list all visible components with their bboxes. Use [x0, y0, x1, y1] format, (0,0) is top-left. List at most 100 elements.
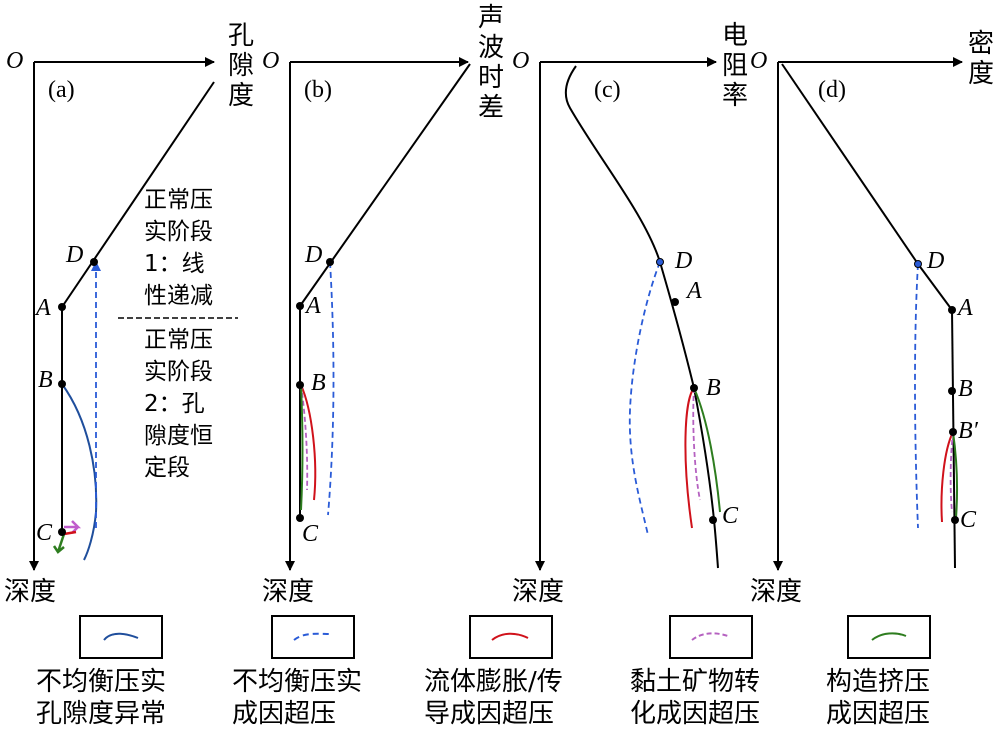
point-c	[709, 516, 717, 524]
panel-b: O (b) 声 波 时 差 深度 D A B C	[262, 3, 504, 607]
arrow-red-icon	[63, 530, 77, 536]
point-d	[326, 258, 334, 266]
legend-label: 成因超压	[232, 699, 336, 729]
origin-label: O	[6, 48, 23, 74]
point-label: D	[674, 248, 692, 274]
tectonic-curve	[952, 431, 958, 519]
axis-title-char: 度	[228, 81, 254, 111]
point-label: D	[926, 248, 944, 274]
point-a	[671, 298, 679, 306]
legend-label: 孔隙度异常	[36, 699, 166, 729]
legend-label: 不均衡压实	[232, 667, 362, 697]
point-label: B	[958, 376, 973, 402]
axis-title-char: 波	[478, 33, 504, 63]
point-label: C	[960, 507, 977, 533]
axis-title-char: 声	[478, 3, 504, 33]
panel-c: O (c) 电 阻 率 深度 D A B C	[512, 21, 748, 607]
normal-trend-line	[299, 63, 471, 307]
legend-label: 流体膨胀/传	[424, 667, 563, 697]
point-b	[948, 387, 956, 395]
clay-transform-curve	[949, 431, 954, 513]
panel-tag: (d)	[818, 77, 846, 103]
point-d	[90, 258, 98, 266]
legend-label: 不均衡压实	[36, 667, 166, 697]
legend-label: 黏土矿物转	[630, 667, 760, 697]
legend: 不均衡压实 孔隙度异常 不均衡压实 成因超压 流体膨胀/传 导成因超压 黏土矿物…	[36, 615, 931, 729]
axis-title-char: 密	[968, 29, 994, 59]
legend-label: 导成因超压	[424, 699, 554, 729]
point-label: C	[302, 521, 319, 547]
point-label: B	[706, 375, 721, 401]
origin-label: O	[262, 48, 279, 74]
fluid-expansion-curve	[300, 384, 317, 501]
depth-label: 深度	[4, 577, 56, 607]
overpressure-dashed-line	[628, 261, 661, 536]
axis-title-char: 度	[968, 59, 994, 89]
panel-d: O (d) 密 度 深度 D A B B′ C	[750, 29, 994, 607]
point-label: A	[34, 295, 51, 321]
panel-tag: (a)	[48, 77, 75, 103]
annotation-line: 隙度恒	[144, 423, 213, 449]
annotation-line: 实阶段	[144, 219, 213, 245]
legend-item: 黏土矿物转 化成因超压	[630, 615, 760, 729]
normal-trend-curve	[564, 65, 719, 569]
point-label: A	[304, 293, 321, 319]
fluid-expansion-curve	[684, 387, 695, 529]
origin-label: O	[512, 48, 529, 74]
point-label: A	[685, 278, 702, 304]
point-a	[948, 306, 956, 314]
panel-tag: (b)	[304, 77, 332, 103]
axis-title-char: 阻	[722, 51, 748, 81]
axis-title-char: 时	[478, 63, 504, 93]
point-a	[296, 302, 304, 310]
point-b	[690, 384, 698, 392]
point-label: B	[311, 370, 326, 396]
annotation-line: 1：线	[144, 251, 205, 277]
point-label: C	[36, 520, 53, 546]
legend-item: 流体膨胀/传 导成因超压	[424, 615, 563, 729]
point-label: B′	[958, 418, 979, 444]
annotation-line: 正常压	[144, 327, 213, 353]
point-b	[58, 380, 66, 388]
point-label: B	[38, 367, 53, 393]
point-label: D	[65, 242, 83, 268]
depth-label: 深度	[512, 577, 564, 607]
axis-title-char: 隙	[228, 51, 254, 81]
annotation-line: 性递减	[144, 283, 213, 309]
legend-label: 构造挤压	[826, 667, 930, 697]
porosity-anomaly-curve	[61, 383, 98, 561]
annotation-stage-1: 正常压 实阶段 1：线 性递减	[144, 187, 213, 309]
annotation-stage-2: 正常压 实阶段 2：孔 隙度恒 定段	[144, 327, 213, 481]
normal-trend-line	[781, 63, 919, 265]
annotation-line: 正常压	[144, 187, 213, 213]
clay-transform-curve	[692, 387, 701, 501]
origin-label: O	[750, 48, 767, 74]
clay-transform-curve	[300, 384, 309, 491]
arrow-magenta-icon	[64, 520, 82, 534]
legend-item: 不均衡压实 成因超压	[232, 615, 362, 729]
point-c	[296, 514, 304, 522]
normal-trend-line	[61, 81, 215, 308]
point-d	[656, 258, 664, 266]
tectonic-curve	[693, 387, 721, 513]
axis-title-char: 差	[478, 93, 504, 123]
annotation-line: 实阶段	[144, 359, 213, 385]
legend-label: 化成因超压	[630, 699, 760, 729]
point-a	[58, 303, 66, 311]
point-b-prime	[949, 428, 957, 436]
tectonic-curve	[300, 384, 304, 511]
point-label: A	[956, 295, 973, 321]
annotation-line: 定段	[144, 455, 190, 481]
axis-title-char: 孔	[228, 21, 254, 51]
overpressure-dashed-line	[914, 263, 919, 529]
axis-title-char: 率	[722, 81, 748, 111]
axis-title-char: 电	[722, 21, 748, 51]
panel-tag: (c)	[594, 77, 621, 103]
fluid-expansion-curve	[940, 431, 954, 523]
overpressure-dashed-line	[327, 261, 335, 516]
legend-item: 不均衡压实 孔隙度异常	[36, 615, 166, 729]
normal-trend-line	[917, 263, 953, 311]
point-d	[914, 260, 922, 268]
annotation-line: 2：孔	[144, 391, 205, 417]
